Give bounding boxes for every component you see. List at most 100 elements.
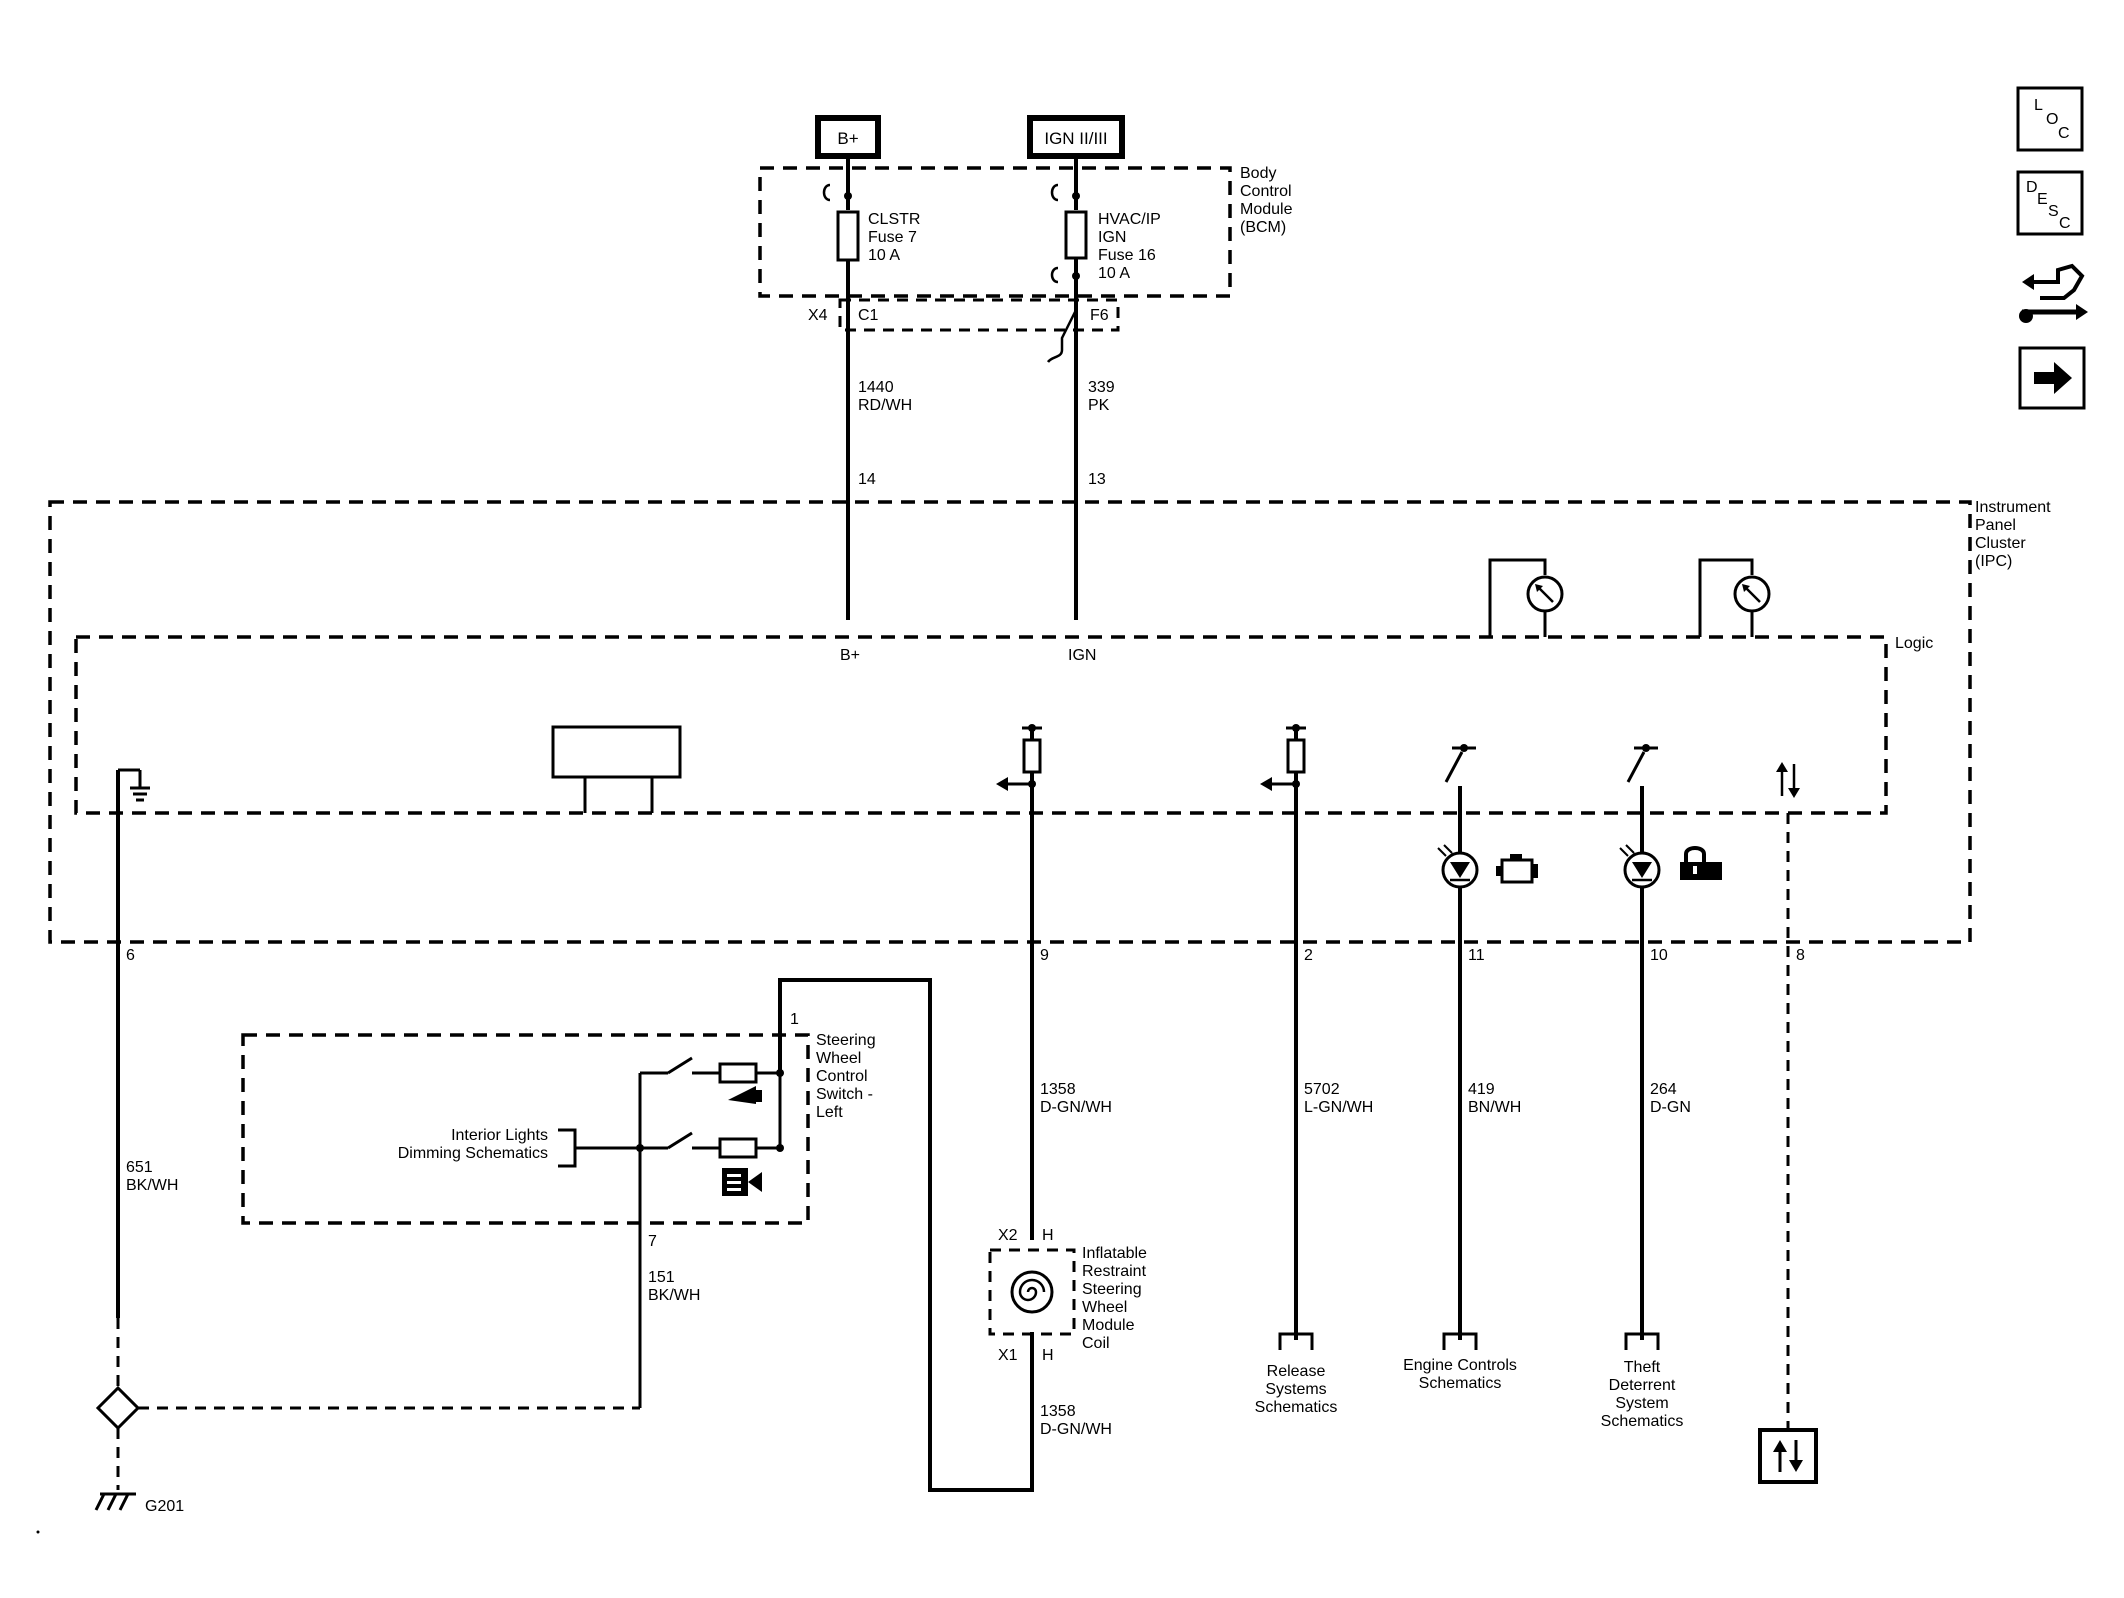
voice-command-icon xyxy=(722,1168,762,1196)
release-ref-2: Systems xyxy=(1265,1381,1326,1398)
loc-letter-o: O xyxy=(2046,111,2058,128)
swc-label-4: Switch - xyxy=(816,1086,873,1103)
bplus-source: B+ xyxy=(815,115,881,159)
theft-ref-3: System xyxy=(1615,1395,1668,1412)
security-lock-icon xyxy=(1680,846,1722,880)
gauge-2 xyxy=(1698,558,1771,637)
wire-339-num: 339 xyxy=(1088,379,1115,396)
wire-151-color: BK/WH xyxy=(648,1287,700,1304)
ign-label: IGN II/III xyxy=(1044,129,1107,148)
pin-8-label: 8 xyxy=(1796,947,1805,964)
desc-letter-e: E xyxy=(2037,191,2048,208)
theft-ref-2: Deterrent xyxy=(1609,1377,1676,1394)
wire-264-num: 264 xyxy=(1650,1081,1677,1098)
next-arrow-icon[interactable] xyxy=(2018,346,2086,410)
coil-x1-label: X1 xyxy=(998,1347,1018,1364)
desc-letter-s: S xyxy=(2048,203,2059,220)
coil-label-5: Module xyxy=(1082,1317,1135,1334)
desc-icon[interactable]: D E S C xyxy=(2016,170,2084,236)
logic-bplus-input: B+ xyxy=(840,647,860,664)
gauge-1 xyxy=(1488,558,1564,637)
serial-data-terminal-icon xyxy=(1773,1440,1803,1472)
release-ref-1: Release xyxy=(1267,1363,1326,1380)
pin-2-label: 2 xyxy=(1304,947,1313,964)
engine-ref-2: Schematics xyxy=(1419,1375,1502,1392)
wire-339-color: PK xyxy=(1088,397,1110,414)
swc-label-5: Left xyxy=(816,1104,843,1121)
wire-419-num: 419 xyxy=(1468,1081,1495,1098)
wire-1358a-num: 1358 xyxy=(1040,1081,1076,1098)
release-ref-3: Schematics xyxy=(1255,1399,1338,1416)
loc-letter-c: C xyxy=(2058,125,2070,142)
swc-label-2: Wheel xyxy=(816,1050,861,1067)
ipc-label-3: Cluster xyxy=(1975,535,2026,552)
coil-label-6: Coil xyxy=(1082,1335,1110,1352)
desc-letter-c: C xyxy=(2059,215,2071,232)
dimming-reference: Interior Lights Dimming Schematics xyxy=(398,1127,640,1168)
fuse16-line1: HVAC/IP xyxy=(1098,211,1161,228)
srs-coil: X2 H X1 H Inflatable Restraint Steering … xyxy=(988,1227,1147,1364)
pin-6-label: 6 xyxy=(126,947,135,964)
fuse16-line3: Fuse 16 xyxy=(1098,247,1156,264)
coil-h-bot: H xyxy=(1042,1347,1054,1364)
ground-circuit: G201 xyxy=(94,770,640,1515)
ipc-label-1: Instrument xyxy=(1975,499,2051,516)
wire-264-color: D-GN xyxy=(1650,1099,1691,1116)
pin-c1-label: C1 xyxy=(858,307,879,324)
bcm-label-4: (BCM) xyxy=(1240,219,1286,236)
logic-block: Logic B+ IGN xyxy=(74,635,1933,815)
wire-419-color: BN/WH xyxy=(1468,1099,1521,1116)
wire-151-num: 151 xyxy=(648,1269,675,1286)
wire-1358a-color: D-GN/WH xyxy=(1040,1099,1112,1116)
ipc-label-2: Panel xyxy=(1975,517,2016,534)
volume-down-icon xyxy=(728,1086,762,1104)
loc-letter-l: L xyxy=(2034,97,2043,114)
fuse16-line4: 10 A xyxy=(1098,265,1130,282)
engine-ref-1: Engine Controls xyxy=(1403,1357,1517,1374)
loc-icon[interactable]: L O C xyxy=(2016,86,2084,152)
dimming-line2: Dimming Schematics xyxy=(398,1145,548,1162)
theft-ref-1: Theft xyxy=(1624,1359,1661,1376)
wire-1358b-num: 1358 xyxy=(1040,1403,1076,1420)
coil-label-2: Restraint xyxy=(1082,1263,1147,1280)
coil-label-4: Wheel xyxy=(1082,1299,1127,1316)
wire-1440-color: RD/WH xyxy=(858,397,912,414)
connector-tool-icon[interactable] xyxy=(2019,263,2088,323)
bcm-module: Body Control Module (BCM) xyxy=(758,165,1293,298)
wire-1440-num: 1440 xyxy=(858,379,894,396)
bplus-label: B+ xyxy=(837,129,858,148)
fuse-7: CLSTR Fuse 7 10 A xyxy=(822,156,920,620)
internal-ground-icon xyxy=(118,768,150,802)
check-engine-icon xyxy=(1496,854,1538,884)
pin-10-circuit xyxy=(1619,744,1661,1350)
connector-x4: X4 C1 F6 xyxy=(808,298,1120,363)
pin-f6-label: F6 xyxy=(1090,307,1109,324)
pin-9-label: 9 xyxy=(1040,947,1049,964)
swc-label-1: Steering xyxy=(816,1032,876,1049)
swc-pin-7: 7 xyxy=(648,1233,657,1250)
desc-letter-d: D xyxy=(2026,179,2038,196)
bcm-label-1: Body xyxy=(1240,165,1276,182)
wire-1358b-color: D-GN/WH xyxy=(1040,1421,1112,1438)
wire-651-num: 651 xyxy=(126,1159,153,1176)
fuse7-line2: Fuse 7 xyxy=(868,229,917,246)
swc-label-3: Control xyxy=(816,1068,868,1085)
x4-label: X4 xyxy=(808,307,828,324)
wire-5702-num: 5702 xyxy=(1304,1081,1340,1098)
theft-ref-4: Schematics xyxy=(1601,1413,1684,1430)
fuse7-line1: CLSTR xyxy=(868,211,920,228)
pin-13-label: 13 xyxy=(1088,471,1106,488)
artifact-dot xyxy=(36,1530,40,1534)
pin-2-circuit xyxy=(1260,724,1314,1350)
pin-11-label: 11 xyxy=(1468,947,1485,964)
fuse-16: HVAC/IP IGN Fuse 16 10 A xyxy=(1050,156,1161,620)
coil-h-top: H xyxy=(1042,1227,1054,1244)
pin-10-label: 10 xyxy=(1650,947,1668,964)
ign-source: IGN II/III xyxy=(1027,115,1125,159)
logic-label: Logic xyxy=(1895,635,1933,652)
ipc-label-4: (IPC) xyxy=(1975,553,2012,570)
swc-pin-1: 1 xyxy=(790,1011,799,1028)
pin-9-circuit xyxy=(996,724,1042,1240)
ipc-module: Instrument Panel Cluster (IPC) xyxy=(48,499,2051,944)
